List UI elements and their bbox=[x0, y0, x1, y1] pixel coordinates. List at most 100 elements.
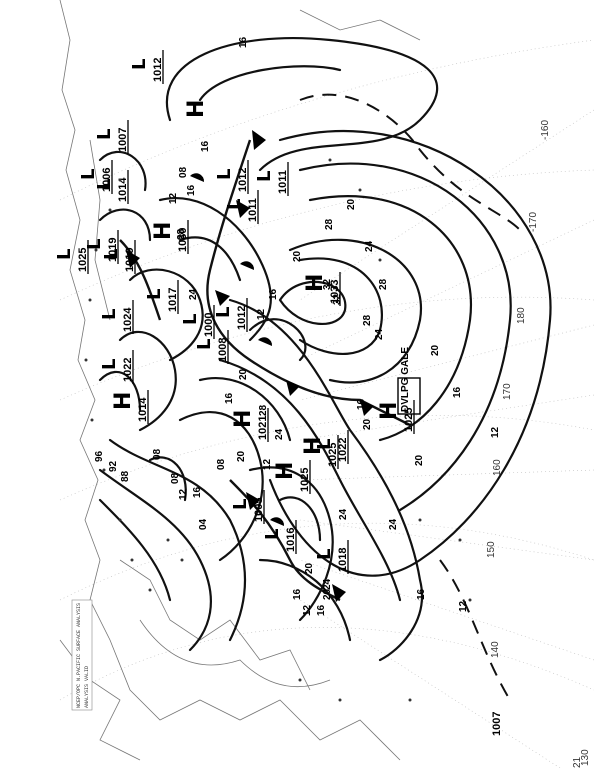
isobar-value-label: 16 bbox=[186, 184, 197, 196]
high-pressure-symbol: H bbox=[301, 437, 326, 455]
title-line-2: ANALYSIS VALID bbox=[84, 666, 90, 708]
low-pressure-symbol: L bbox=[214, 169, 235, 180]
pressure-value-label: 1000 bbox=[203, 313, 215, 337]
low-pressure-symbol: L bbox=[99, 359, 120, 370]
high-pressure-symbol: H bbox=[111, 392, 136, 410]
isobar-value-label: 16 bbox=[356, 398, 367, 410]
low-pressure-symbol: L bbox=[314, 549, 335, 560]
low-pressure-symbol: L bbox=[54, 249, 75, 260]
svg-text:DVLPG GALE: DVLPG GALE bbox=[400, 347, 411, 412]
isobar-value-label: 16 bbox=[192, 486, 203, 498]
isobars bbox=[98, 37, 552, 662]
pressure-value-label: 1025 bbox=[77, 248, 89, 272]
isobar-value-label: 16 bbox=[224, 392, 235, 404]
isobar-value-label: 24 bbox=[364, 240, 375, 252]
isobar-value-label: 24 bbox=[338, 508, 349, 520]
low-pressure-symbol: L bbox=[78, 169, 99, 180]
isobar-value-label: 88 bbox=[120, 470, 131, 482]
pressure-value-label: 1008 bbox=[217, 338, 229, 362]
pressure-value-label: 1018 bbox=[337, 548, 349, 572]
longitude-label: 160 bbox=[492, 459, 503, 476]
pressure-value-label: 1033 bbox=[329, 280, 341, 304]
title-line-1: NCEP/OPC N.PACIFIC SURFACE ANALYSIS bbox=[76, 603, 82, 708]
isobar-value-label: 92 bbox=[108, 460, 119, 472]
low-pressure-symbol: L bbox=[314, 439, 335, 450]
longitude-label: -160 bbox=[540, 120, 551, 140]
pressure-value-label: 1030 bbox=[177, 228, 189, 252]
low-pressure-symbol: L bbox=[129, 59, 150, 70]
low-pressure-symbol: L bbox=[144, 289, 165, 300]
isobar-value-label: 20 bbox=[346, 198, 357, 210]
isobar-value-label: 28 bbox=[258, 404, 269, 416]
low-pressure-symbol: L bbox=[99, 309, 120, 320]
isobar-value-label: 08 bbox=[170, 472, 181, 484]
pressure-value-label: 1024 bbox=[122, 307, 134, 332]
isobar-value-label: 12 bbox=[302, 604, 313, 616]
isobar-labels: 1616202428323228242016121216202428201612… bbox=[94, 36, 501, 616]
longitude-label: 180 bbox=[516, 307, 527, 324]
longitude-label: 170 bbox=[502, 383, 513, 400]
pressure-value-label: 1021 bbox=[257, 416, 269, 440]
isobar-value-label: 16 bbox=[292, 588, 303, 600]
low-pressure-symbol: L bbox=[94, 179, 115, 190]
isobar-value-label: 24 bbox=[322, 578, 333, 590]
high-pressure-symbol: H bbox=[377, 402, 402, 420]
pressure-value-label: 1005 bbox=[253, 498, 265, 522]
high-pressure-symbol: H bbox=[273, 462, 298, 480]
low-pressure-symbol: L bbox=[262, 529, 283, 540]
isobar-value-label: 16 bbox=[238, 36, 249, 48]
low-pressure-symbol: L bbox=[224, 199, 245, 210]
pressure-value-label: 1017 bbox=[167, 288, 179, 312]
isobar-value-label: 20 bbox=[322, 588, 333, 600]
low-pressure-symbol: L bbox=[194, 339, 215, 350]
low-pressure-symbol: L bbox=[94, 129, 115, 140]
isobar-value-label: 20 bbox=[292, 250, 303, 262]
pressure-value-label: 1012 bbox=[236, 306, 248, 330]
low-pressure-symbol: L bbox=[84, 239, 105, 250]
low-pressure-symbol: L bbox=[101, 249, 122, 260]
pressure-value-label: 1007 bbox=[117, 128, 129, 152]
isobar-value-label: 32 bbox=[332, 293, 343, 305]
isobar-value-label: 08 bbox=[152, 448, 163, 460]
pressure-value-label: 1012 bbox=[152, 58, 164, 82]
longitude-label: 140 bbox=[490, 641, 501, 658]
isobar-value-label: 96 bbox=[94, 450, 105, 462]
isobar-value-label: 28 bbox=[378, 278, 389, 290]
dashed-lines bbox=[299, 93, 521, 701]
isobar-value-label: 32 bbox=[322, 278, 333, 290]
pressure-value-label: 1022 bbox=[122, 358, 134, 382]
isobar-value-label: 04 bbox=[198, 518, 209, 530]
isobar-value-label: 12 bbox=[178, 488, 189, 500]
bottom-small-2: 130 bbox=[580, 749, 591, 766]
pressure-value-label: 1011 bbox=[277, 170, 289, 194]
isobar-value-label: 12 bbox=[168, 192, 179, 204]
isobar-value-label: 16 bbox=[316, 604, 327, 616]
isobar-value-label: 16 bbox=[268, 288, 279, 300]
isobar-value-label: 24 bbox=[374, 328, 385, 340]
pressure-value-label: 1006 bbox=[101, 168, 113, 192]
isobar-value-label: 12 bbox=[490, 426, 501, 438]
pressure-value-label: 1014 bbox=[137, 397, 149, 422]
pressure-value-label: 1014 bbox=[117, 177, 129, 202]
pressure-value-label: 1019 bbox=[107, 238, 119, 262]
isobar-value-label: 16 bbox=[416, 588, 427, 600]
longitude-label: -170 bbox=[528, 212, 539, 232]
high-pressure-symbol: H bbox=[151, 222, 176, 240]
isobar-value-label: 28 bbox=[362, 314, 373, 326]
